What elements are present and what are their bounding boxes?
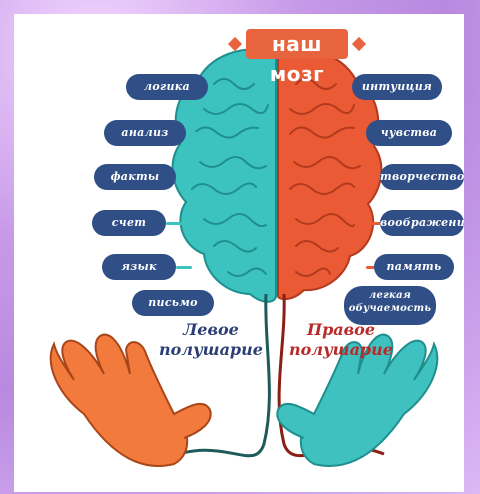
title-banner: наш мозг xyxy=(228,29,366,59)
infographic-card: наш мозг логика анализ факты счет язык п… xyxy=(14,14,464,492)
right-hemisphere-line1: Правое xyxy=(286,320,396,340)
pill-logic: логика xyxy=(126,74,208,100)
right-hemisphere-line2: полушарие xyxy=(286,340,396,360)
page-title: наш мозг xyxy=(246,29,348,59)
pill-creativity: творчество xyxy=(380,164,464,190)
connector-language xyxy=(176,266,192,269)
pill-language: язык xyxy=(102,254,176,280)
right-hemisphere-label: Правое полушарие xyxy=(286,320,396,360)
connector-analysis xyxy=(186,132,202,135)
connector-logic xyxy=(208,86,224,89)
left-hemisphere-line1: Левое xyxy=(156,320,266,340)
pill-memory: память xyxy=(374,254,454,280)
pill-analysis: анализ xyxy=(104,120,186,146)
connector-counting xyxy=(166,222,186,225)
pill-writing: письмо xyxy=(132,290,214,316)
title-right-diamond xyxy=(352,37,366,51)
pill-counting: счет xyxy=(92,210,166,236)
pill-feelings: чувства xyxy=(366,120,452,146)
pill-imagination: воображение xyxy=(380,210,464,236)
left-hemisphere-line2: полушарие xyxy=(156,340,266,360)
pill-intuition: интуиция xyxy=(352,74,442,100)
pill-facts: факты xyxy=(94,164,176,190)
left-hemisphere-label: Левое полушарие xyxy=(156,320,266,360)
title-left-diamond xyxy=(228,37,242,51)
connector-facts xyxy=(176,176,192,179)
